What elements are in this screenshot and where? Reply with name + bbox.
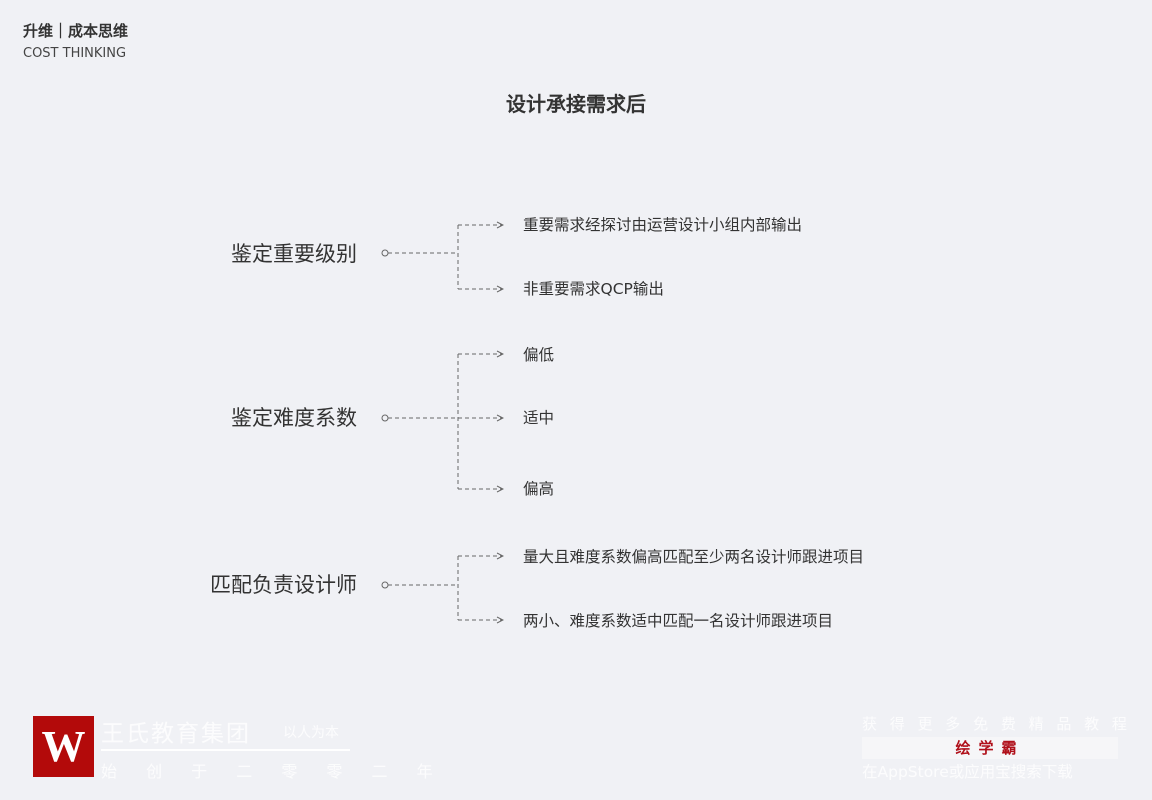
company-founded: 始 创 于 二 零 零 二 年 [101,762,445,781]
group-label-designer: 匹配负责设计师 [210,573,357,597]
connector-group-3 [381,556,503,620]
group-item: 两小、难度系数适中匹配一名设计师跟进项目 [523,612,834,630]
company-motto: 以人为本 [283,725,339,741]
divider [101,749,350,751]
group-item: 偏低 [523,346,555,364]
group-label-difficulty: 鉴定难度系数 [231,406,357,430]
group-item: 量大且难度系数偏高匹配至少两名设计师跟进项目 [523,548,865,566]
header-title: 升维｜成本思维 [23,22,129,40]
brand-name: 绘学霸 [862,737,1118,759]
group-item: 偏高 [523,480,555,498]
company-name: 王氏教育集团 [101,721,251,747]
company-logo: W [33,716,94,777]
page-title: 设计承接需求后 [506,92,646,116]
group-item: 重要需求经探讨由运营设计小组内部输出 [523,216,803,234]
connector-group-1 [381,225,503,289]
group-item: 非重要需求QCP输出 [523,280,664,298]
promo-line-1: 获 得 更 多 免 费 精 品 教 程 [862,715,1131,733]
header-subtitle: COST THINKING [23,46,127,61]
promo-line-2: 在AppStore或应用宝搜索下载 [862,763,1073,781]
group-item: 适中 [523,409,555,427]
group-label-importance: 鉴定重要级别 [231,242,357,266]
connector-group-2 [381,354,503,489]
